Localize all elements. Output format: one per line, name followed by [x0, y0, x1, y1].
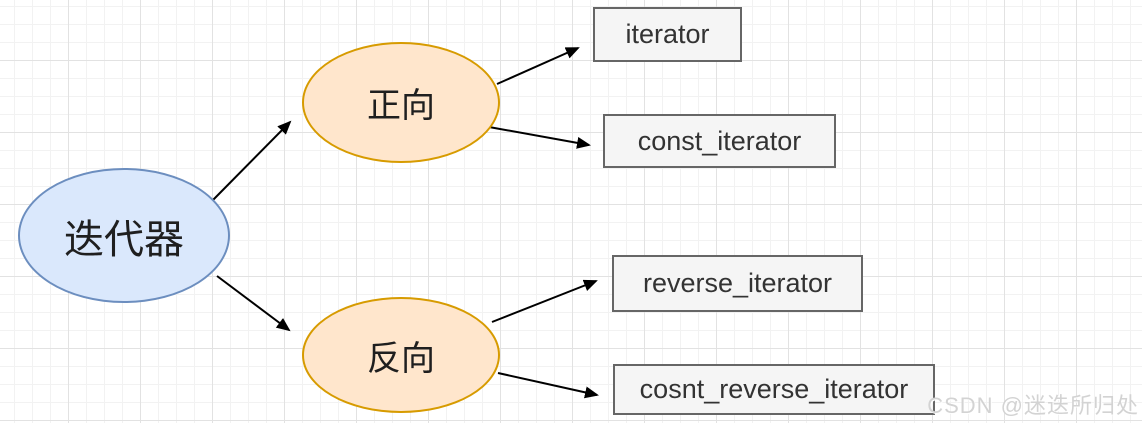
node-forward: 正向	[302, 42, 500, 163]
node-leaf-reverse-iterator-label: reverse_iterator	[642, 268, 833, 298]
node-reverse-label: 反向	[367, 339, 435, 378]
connector-root-to-forward	[211, 120, 292, 202]
node-leaf-const-iterator: const_iterator	[603, 114, 836, 168]
node-iterator-root-label: 迭代器	[64, 217, 184, 262]
connector-reverse-to-cosnt-reverse-iterator	[497, 372, 599, 399]
node-iterator-root: 迭代器	[18, 168, 230, 303]
csdn-watermark: CSDN @迷迭所归处	[927, 393, 1139, 418]
node-forward-label: 正向	[367, 87, 435, 125]
connector-forward-to-iterator	[496, 47, 580, 85]
connector-root-to-reverse	[216, 275, 291, 332]
connector-reverse-to-reverse-iterator	[491, 279, 598, 323]
node-leaf-const-iterator-label: const_iterator	[637, 125, 802, 156]
node-leaf-iterator: iterator	[593, 7, 742, 62]
node-reverse: 反向	[302, 297, 500, 413]
node-leaf-cosnt-reverse-iterator: cosnt_reverse_iterator	[613, 364, 935, 415]
node-leaf-cosnt-reverse-iterator-label: cosnt_reverse_iterator	[639, 374, 909, 404]
node-leaf-iterator-label: iterator	[625, 19, 710, 49]
connector-forward-to-const-iterator	[488, 126, 591, 149]
node-leaf-reverse-iterator: reverse_iterator	[612, 255, 863, 312]
